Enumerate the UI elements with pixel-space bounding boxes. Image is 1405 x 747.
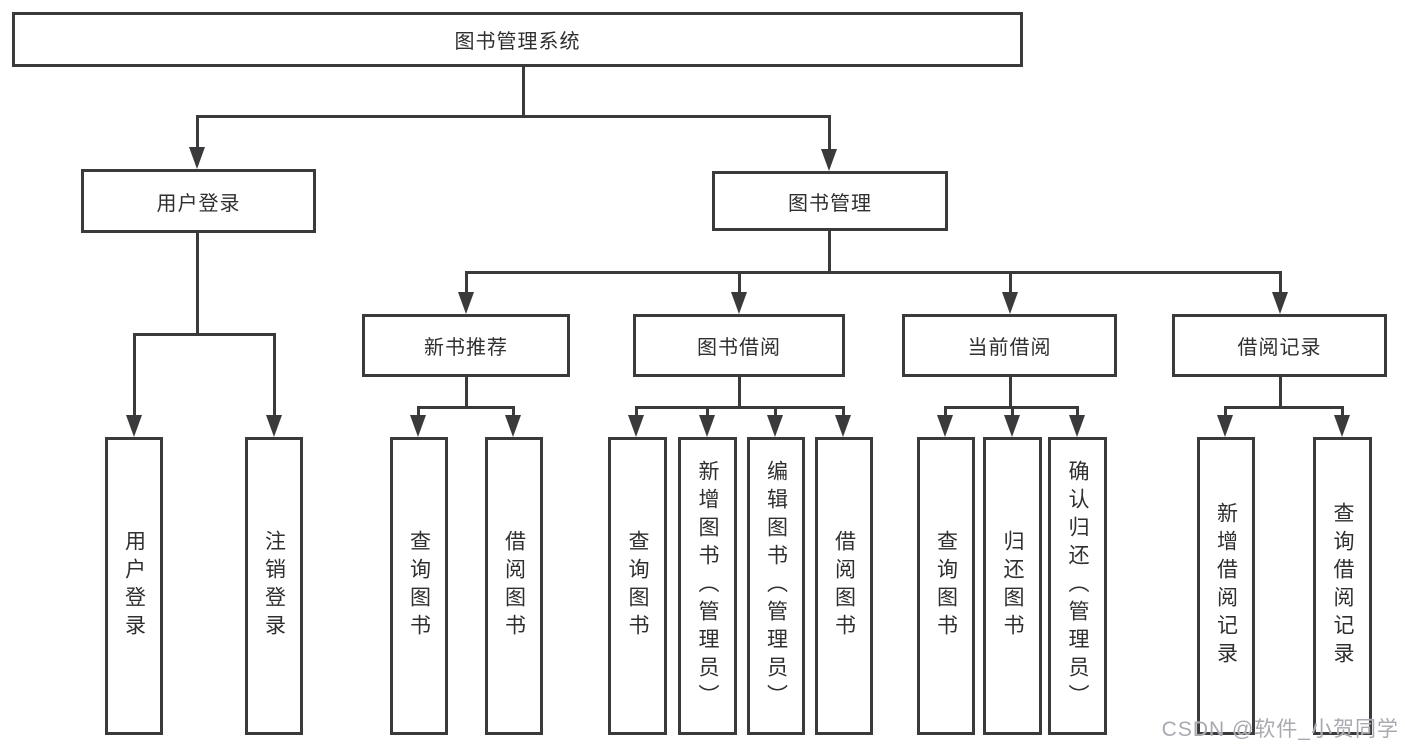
connector-arrowhead [1272,292,1288,314]
connector-line [738,377,741,408]
connector-line [828,115,831,149]
connector-line [842,406,845,417]
connector-line [465,271,468,295]
leaf-return-books: 归还图书 [983,437,1042,735]
connector-arrowhead [628,415,644,437]
connector-line [417,406,420,417]
leaf-confirm-return-admin-label: 确认归还（管理员） [1066,460,1089,712]
connector-line [465,271,1281,274]
node-borrow-records-label: 借阅记录 [1237,337,1322,359]
connector-line [522,67,525,118]
connector-line [196,115,199,149]
connector-arrowhead [505,415,521,437]
leaf-borrow-books-1: 借阅图书 [485,437,543,735]
leaf-logout-label: 注销登录 [262,530,286,642]
leaf-logout: 注销登录 [245,437,303,735]
connector-line [738,271,741,295]
connector-line [774,406,777,417]
leaf-borrow-books-2: 借阅图书 [815,437,873,735]
leaf-edit-books-admin: 编辑图书（管理员） [747,437,805,735]
connector-arrowhead [1004,415,1020,437]
connector-line [1011,406,1014,417]
leaf-query-books-1-label: 查询图书 [407,530,431,642]
connector-line [418,406,515,409]
connector-arrowhead [189,147,205,169]
connector-arrowhead [1069,415,1085,437]
connector-line [828,231,831,273]
connector-arrowhead [835,415,851,437]
connector-line [1225,406,1344,409]
connector-line [1341,406,1344,417]
node-current-borrow: 当前借阅 [902,314,1117,377]
connector-line [134,333,276,336]
leaf-user-login-label: 用户登录 [122,530,146,642]
node-root: 图书管理系统 [12,12,1023,67]
connector-arrowhead [266,415,282,437]
leaf-add-borrow-record-label: 新增借阅记录 [1214,502,1238,670]
connector-line [1009,271,1012,295]
connector-arrowhead [458,292,474,314]
connector-line [133,333,136,417]
connector-line [635,406,638,417]
watermark: CSDN @软件_小贺同学 [1161,718,1399,741]
leaf-query-books-2-label: 查询图书 [626,530,649,642]
connector-arrowhead [821,149,837,171]
connector-line [706,406,709,417]
leaf-query-borrow-record: 查询借阅记录 [1313,437,1372,735]
connector-arrowhead [731,292,747,314]
connector-line [465,377,468,408]
node-book-borrow-label: 图书借阅 [697,337,781,359]
leaf-edit-books-admin-label: 编辑图书（管理员） [764,460,788,712]
leaf-query-books-2: 查询图书 [608,437,667,735]
connector-arrowhead [1334,415,1350,437]
node-borrow-records: 借阅记录 [1172,314,1387,377]
node-root-label: 图书管理系统 [454,31,581,53]
leaf-add-books-admin-label: 新增图书（管理员） [696,460,719,712]
leaf-borrow-books-1-label: 借阅图书 [502,530,526,642]
leaf-query-borrow-record-label: 查询借阅记录 [1331,502,1354,670]
connector-line [1076,406,1079,417]
connector-line [1279,271,1282,295]
node-book-management: 图书管理 [712,171,948,231]
connector-arrowhead [767,415,783,437]
connector-line [636,406,845,409]
connector-line [273,333,276,417]
leaf-add-borrow-record: 新增借阅记录 [1197,437,1255,735]
connector-line [197,115,831,118]
connector-arrowhead [1217,415,1233,437]
node-new-book-recommend-label: 新书推荐 [424,337,508,359]
connector-line [196,233,199,335]
connector-line [1009,377,1012,408]
node-book-management-label: 图书管理 [788,192,872,215]
leaf-add-books-admin: 新增图书（管理员） [678,437,737,735]
node-current-borrow-label: 当前借阅 [967,337,1052,359]
connector-arrowhead [1002,292,1018,314]
node-new-book-recommend: 新书推荐 [362,314,570,377]
node-user-login-label: 用户登录 [156,192,241,215]
leaf-user-login: 用户登录 [105,437,163,735]
leaf-return-books-label: 归还图书 [1001,530,1024,642]
leaf-borrow-books-2-label: 借阅图书 [832,530,856,642]
leaf-query-books-1: 查询图书 [390,437,448,735]
leaf-query-books-3: 查询图书 [917,437,975,735]
connector-arrowhead [410,415,426,437]
leaf-confirm-return-admin: 确认归还（管理员） [1048,437,1107,735]
connector-line [1224,406,1227,417]
connector-arrowhead [126,415,142,437]
connector-line [512,406,515,417]
connector-line [1279,377,1282,408]
connector-arrowhead [699,415,715,437]
connector-line [944,406,947,417]
node-book-borrow: 图书借阅 [633,314,845,377]
node-user-login: 用户登录 [81,169,316,233]
leaf-query-books-3-label: 查询图书 [934,530,958,642]
connector-arrowhead [937,415,953,437]
